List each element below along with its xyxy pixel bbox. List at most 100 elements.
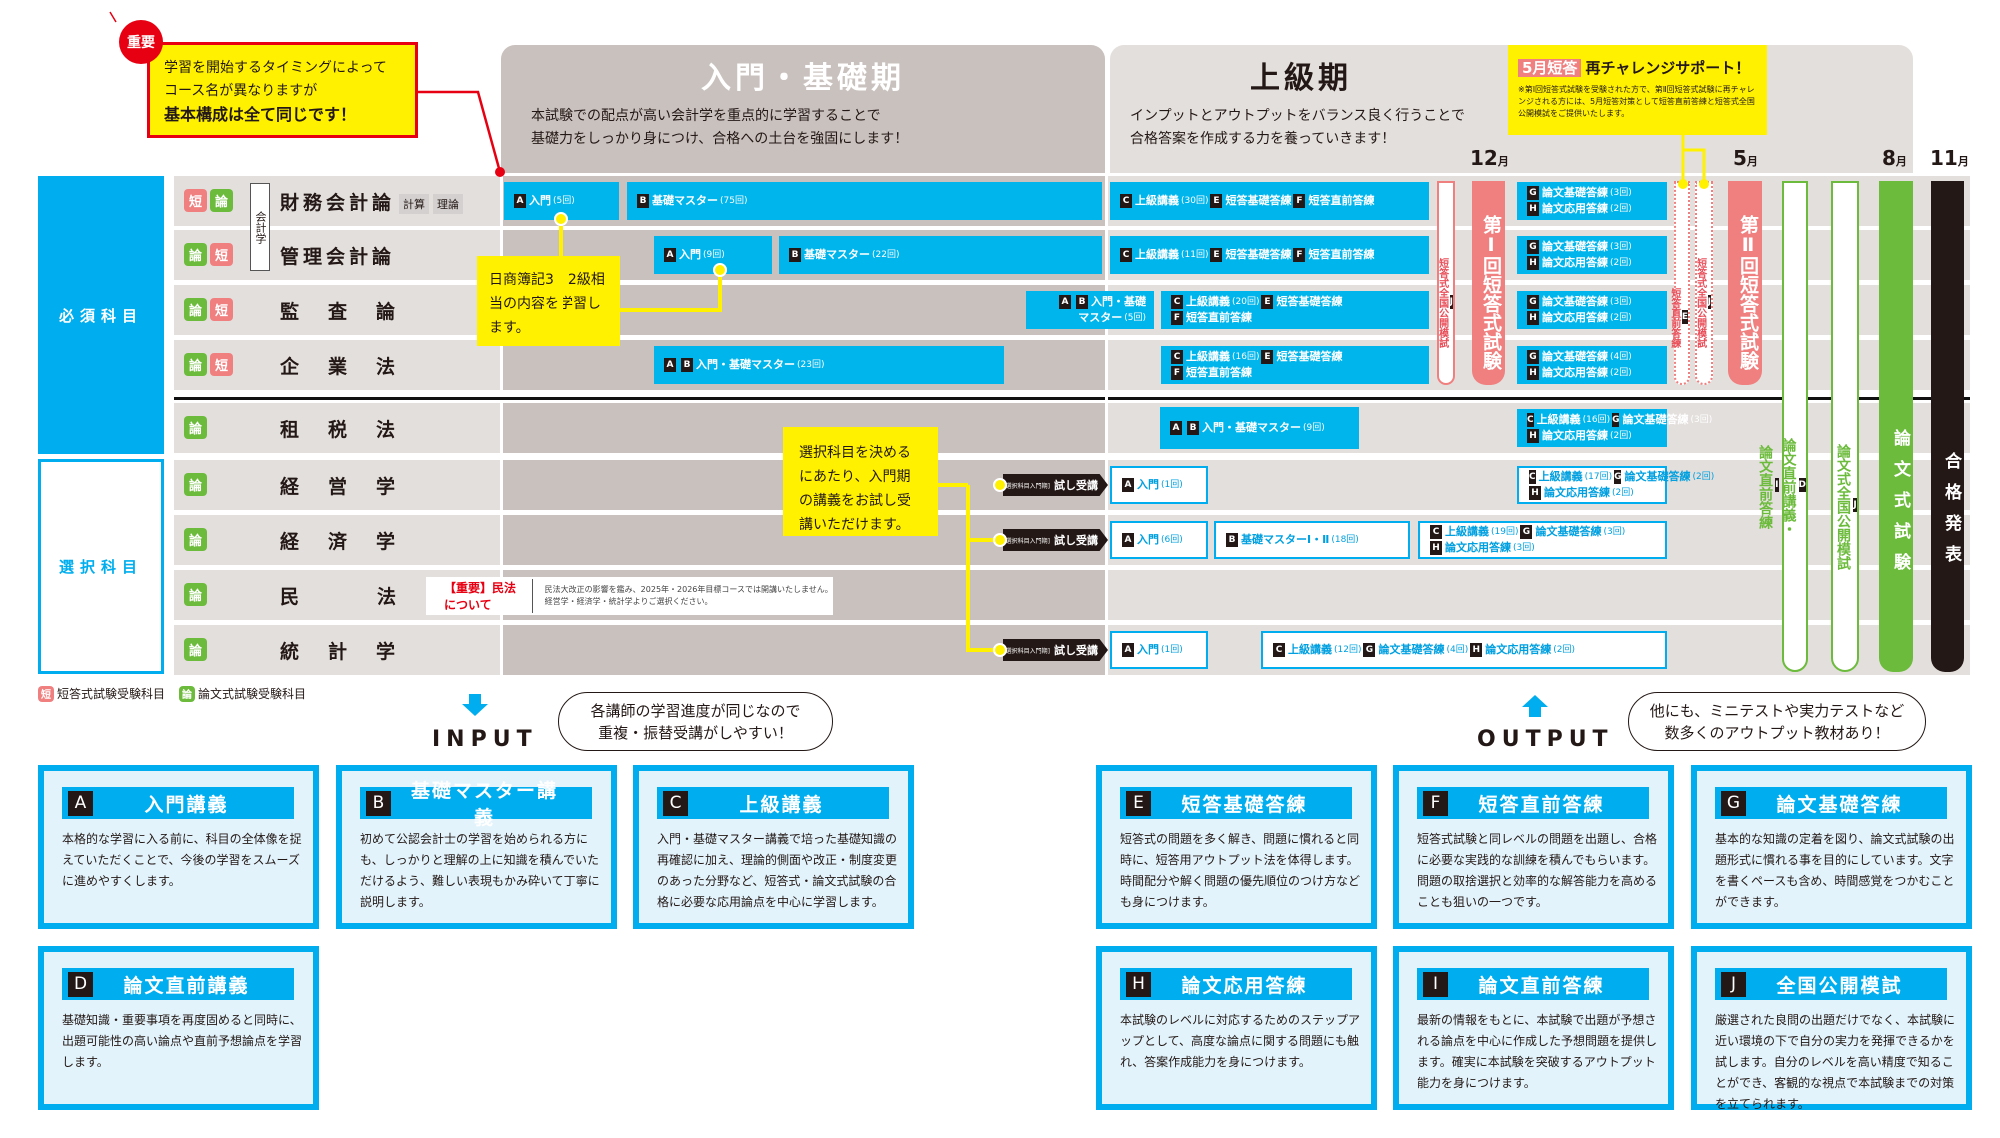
- subject-name: 管理会計論: [280, 246, 396, 268]
- course-key-chip: E: [1210, 248, 1223, 262]
- milestone-key-chip: I: [1775, 478, 1779, 492]
- civil-law-title: 【重要】民法について: [426, 579, 533, 613]
- course-count: (6回): [1161, 535, 1183, 545]
- course-key-chip: F: [1293, 248, 1306, 262]
- exam-tags: 論短: [184, 243, 236, 266]
- course-key-chip: E: [1261, 295, 1274, 309]
- card-key: B: [366, 790, 391, 816]
- civil-law-notice: 【重要】民法について 民法大改正の影響を鑑み、2025年・2026年目標コースで…: [426, 577, 833, 615]
- support-title: 再チャレンジサポート！: [1585, 59, 1751, 77]
- course-count: (17回): [1584, 472, 1613, 482]
- course-key-chip: H: [1527, 366, 1539, 380]
- course-label: 上級講義: [1536, 413, 1581, 426]
- course-key-chip: C: [1171, 350, 1183, 364]
- subject-subtag: 計算: [399, 193, 430, 214]
- milestone-key-chip: J: [1707, 294, 1711, 309]
- course-label: 入門: [1137, 643, 1159, 656]
- course-label: 上級講義: [1288, 643, 1332, 656]
- course-count: (2回): [1610, 258, 1632, 268]
- milestone-label: 論文式全国公開模試: [1835, 443, 1851, 570]
- subject-name: 統計学: [280, 641, 425, 663]
- course-label: 上級講義: [1186, 350, 1230, 363]
- card-description: 本試験のレベルに対応するためのステップアップとして、高度な論点に関する問題にも触…: [1120, 1013, 1361, 1069]
- subject-name: 監査論: [280, 301, 425, 323]
- milestone-label: 論文式試験: [1890, 429, 1910, 584]
- card-key: H: [1126, 971, 1151, 997]
- phase-intro-desc: 基礎力をしっかり身につけ、合格への土台を強固にします！: [531, 131, 909, 147]
- phase-intro-desc: 本試験での配点が高い会計学を重点的に学習することで: [531, 108, 881, 124]
- boki-note: 日商簿記3・2級相当の内容を学習します。: [477, 256, 620, 346]
- course-label: 論文応用答練: [1485, 643, 1552, 656]
- month-label: 5月: [1733, 146, 1758, 170]
- card-key: G: [1721, 790, 1746, 816]
- phase-advanced-title: 上級期: [1250, 61, 1352, 96]
- course-label: 論文応用答練: [1542, 311, 1608, 324]
- course-label: 短答基礎答練: [1276, 350, 1343, 363]
- essay-exam-tag: 論: [184, 473, 207, 496]
- course-label: 論文応用答練: [1542, 202, 1608, 215]
- subject-subtag: 理論: [433, 193, 464, 214]
- essay-exam-tag: 論: [210, 189, 233, 212]
- course-count: (3回): [1610, 242, 1632, 252]
- course-key-chip: C: [1171, 295, 1183, 309]
- milestone-pill: 第Ⅰ回短答式試験: [1472, 181, 1505, 385]
- course-label: 入門: [529, 194, 551, 207]
- course-key-chip: F: [1293, 194, 1306, 208]
- course-label: 短答基礎答練: [1225, 194, 1292, 207]
- exam-tags: 論: [184, 638, 210, 661]
- legend-label: 論文式試験受験科目: [198, 687, 307, 701]
- exam-tags: 短論: [184, 189, 236, 212]
- course-count: (3回): [1690, 415, 1713, 425]
- card-key: F: [1423, 790, 1448, 816]
- card-description: 最新の情報をもとに、本試験で出題が予想される論点を中心に作成した予想問題を提供し…: [1417, 1013, 1658, 1090]
- course-label: 論文基礎答練: [1622, 413, 1689, 426]
- exam-tags: 論: [184, 473, 210, 496]
- course-label: 基礎マスター: [804, 248, 870, 261]
- card-key: E: [1126, 790, 1151, 816]
- category-elective: 選択科目: [38, 459, 164, 674]
- card-title: 全国公開模試: [1776, 974, 1903, 997]
- course-label: 短答直前答練: [1308, 248, 1375, 261]
- milestone-key-chip: J: [1449, 294, 1453, 309]
- card-title: 論文基礎答練: [1776, 793, 1903, 816]
- course-key-chip: B: [1226, 533, 1238, 547]
- essay-exam-tag: 論: [184, 298, 207, 321]
- course-key-chip: F: [1171, 311, 1183, 325]
- course-label: 短答直前答練: [1186, 366, 1252, 379]
- milestone-key-chip: D: [1798, 478, 1806, 492]
- essay-exam-tag: 論: [184, 528, 207, 551]
- card-title: 論文直前答練: [1478, 974, 1605, 997]
- card-key: D: [68, 971, 93, 997]
- milestone-label: 第Ⅱ回短答式試験: [1737, 214, 1759, 370]
- support-note: ※第Ⅰ回短答式試験を受験された方で、第Ⅱ回短答式試験に再チャレンジされる方には、…: [1518, 85, 1755, 118]
- course-key-chip: G: [1614, 470, 1622, 484]
- course-key-chip: A: [1122, 478, 1134, 492]
- course-count: (4回): [1610, 352, 1632, 362]
- course-label: 論文応用答練: [1542, 366, 1608, 379]
- phase-divider: [1105, 173, 1108, 678]
- course-label: 上級講義: [1135, 248, 1179, 261]
- milestone-label: 論文直前答練: [1757, 444, 1774, 529]
- course-label: 論文応用答練: [1542, 256, 1608, 269]
- milestone-label: 第Ⅰ回短答式試験: [1480, 214, 1502, 370]
